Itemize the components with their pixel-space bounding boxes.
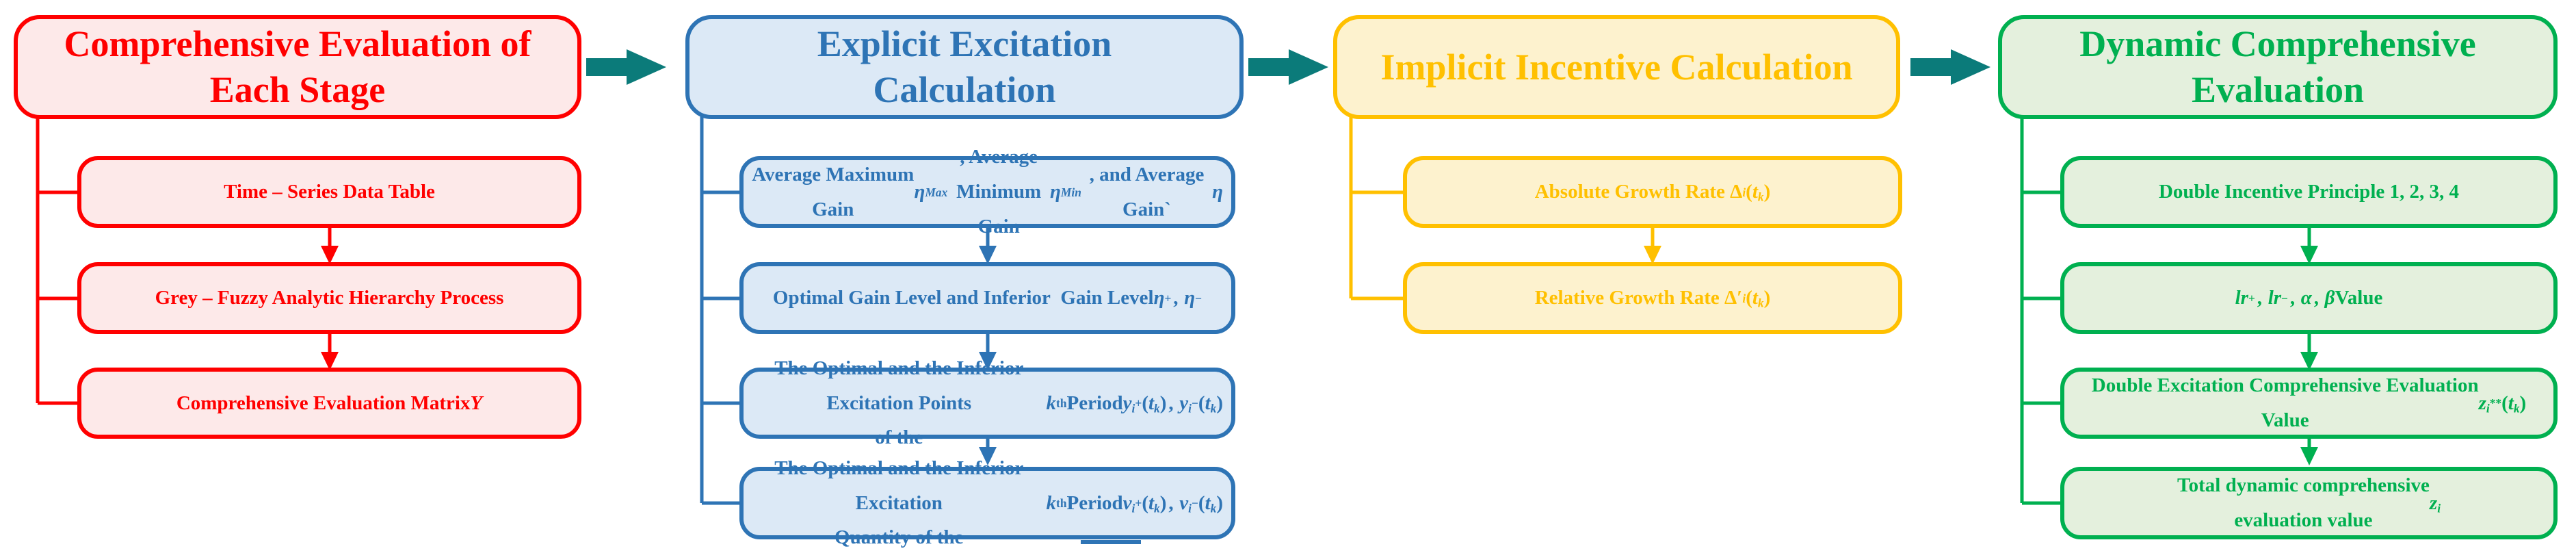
box-double-incentive-principle: Double Incentive Principle 1, 2, 3, 4 bbox=[2060, 156, 2558, 228]
green-connector-tree bbox=[2020, 116, 2064, 505]
blue-connector-tree bbox=[700, 116, 743, 505]
box-comprehensive-evaluation-matrix: Comprehensive Evaluation Matrix Y bbox=[77, 368, 581, 439]
clipped-element-artifact bbox=[1081, 540, 1141, 544]
box-double-excitation-evaluation-value: Double Excitation Comprehensive Evaluati… bbox=[2060, 368, 2558, 439]
box-excitation-points: The Optimal and the Inferior Excitation … bbox=[739, 357, 1235, 448]
box-relative-growth-rate: Relative Growth Rate Δ′i(tk) bbox=[1403, 262, 1902, 334]
box-time-series-data-table: Time – Series Data Table bbox=[77, 156, 581, 228]
red-down-arrow-icon bbox=[321, 228, 339, 370]
blue-down-arrow-icon bbox=[979, 228, 997, 465]
yellow-down-arrow-icon bbox=[1644, 228, 1661, 264]
green-down-arrow-icon bbox=[2300, 228, 2318, 465]
box-grey-fuzzy-ahp: Grey – Fuzzy Analytic Hierarchy Process bbox=[77, 262, 581, 334]
yellow-connector-tree bbox=[1349, 116, 1406, 300]
implicit-incentive-header: Implicit Incentive Calculation bbox=[1333, 15, 1900, 119]
flow-arrow-3-icon bbox=[1910, 49, 1990, 85]
red-connector-tree bbox=[36, 116, 81, 405]
box-lr-alpha-beta-value: lr+,lr−,α,β Value bbox=[2060, 262, 2558, 334]
flow-arrow-2-icon bbox=[1248, 49, 1328, 85]
box-optimal-inferior-gain-level: Optimal Gain Level and Inferior Gain Lev… bbox=[739, 262, 1235, 334]
flow-arrow-1-icon bbox=[586, 49, 666, 85]
